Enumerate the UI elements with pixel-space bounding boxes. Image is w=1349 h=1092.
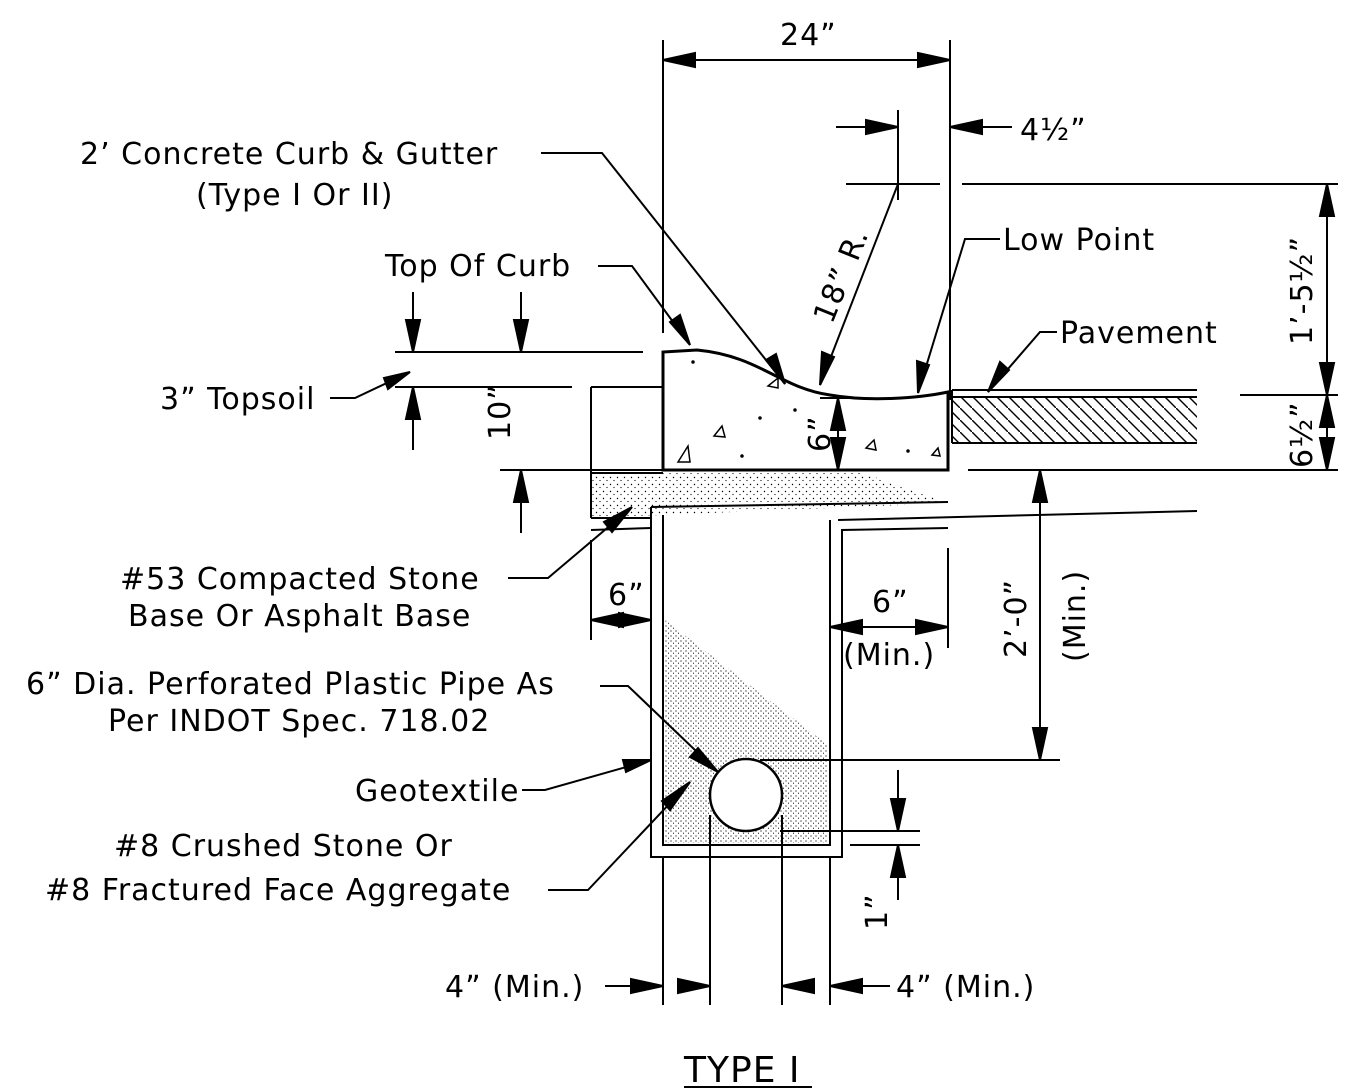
label-topsoil: 3” Topsoil [160, 382, 315, 417]
pavement [952, 398, 1197, 443]
dim-10: 10” [483, 383, 518, 440]
label-curb-gutter-line2: (Type I Or II) [196, 178, 393, 213]
dim-bottom-left-4: 4” (Min.) [445, 970, 584, 1005]
label-stone-base-line2: Base Or Asphalt Base [128, 599, 471, 634]
leader-lines [330, 152, 1057, 891]
crushed-stone-fill [665, 620, 828, 843]
dim-2-0: 2’-0” [999, 579, 1034, 658]
perforated-pipe [708, 757, 784, 833]
label-pipe-line1: 6” Dia. Perforated Plastic Pipe As [26, 667, 555, 702]
dim-24: 24” [780, 18, 837, 53]
concrete-curb-gutter [661, 348, 950, 472]
label-geotextile: Geotextile [355, 774, 519, 809]
geometry [395, 348, 1338, 858]
dimension-lines [404, 40, 1338, 1005]
label-curb-gutter-line1: 2’ Concrete Curb & Gutter [80, 137, 498, 172]
dim-18-radius: 18” R. [807, 223, 876, 328]
label-top-of-curb: Top Of Curb [384, 249, 571, 284]
stone-base [591, 473, 948, 518]
label-pavement: Pavement [1060, 316, 1218, 351]
dim-4-half: 4½” [1020, 113, 1087, 148]
dim-bottom-right-4: 4” (Min.) [896, 970, 1035, 1005]
dim-1: 1” [860, 893, 895, 930]
dim-right-6-min: (Min.) [843, 638, 935, 673]
dim-1-5-half: 1’-5½” [1285, 236, 1320, 345]
dim-left-6: 6” [608, 578, 645, 613]
label-stone-base-line1: #53 Compacted Stone [120, 562, 480, 597]
dim-2-0-min: (Min.) [1058, 570, 1093, 662]
underdrain-trench [650, 507, 949, 858]
concrete-aggregate-marks [676, 360, 941, 463]
label-low-point: Low Point [1003, 223, 1155, 258]
dim-right-6: 6” [872, 585, 909, 620]
dim-6-half: 6½” [1285, 401, 1320, 468]
drawing-title: TYPE I [683, 1050, 801, 1091]
label-crushed-line2: #8 Fractured Face Aggregate [45, 873, 511, 908]
label-pipe-line2: Per INDOT Spec. 718.02 [108, 704, 490, 739]
dim-6-curb: 6” [803, 415, 838, 452]
label-crushed-line1: #8 Crushed Stone Or [114, 829, 453, 864]
